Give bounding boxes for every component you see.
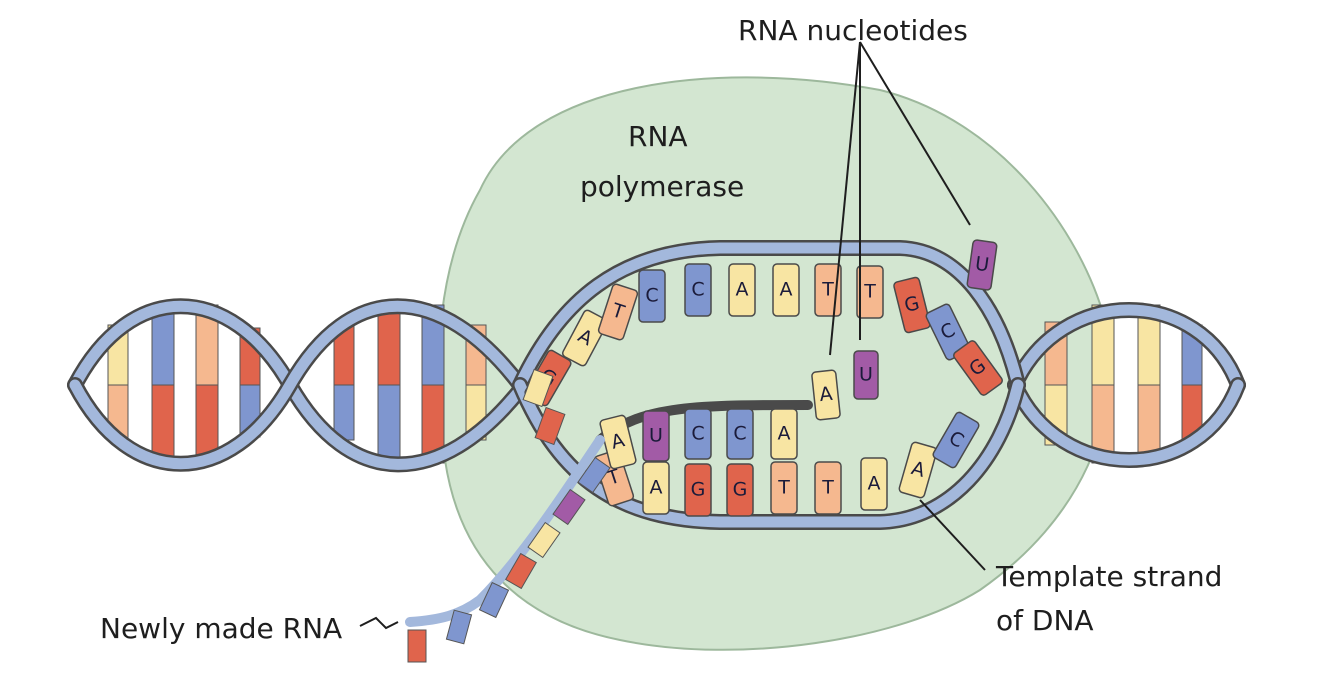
template-strand-label-line1: Template strand: [995, 560, 1222, 593]
rna-base-letter: U: [649, 425, 663, 447]
free-nucleotide: U: [853, 350, 879, 400]
upper-base: C: [684, 263, 712, 317]
rna-base: U: [642, 410, 670, 462]
free-nucleotide: U: [966, 239, 998, 291]
rna-base-letter: A: [778, 423, 791, 445]
template-base-letter: A: [868, 473, 881, 495]
free-nucleotide: A: [811, 369, 841, 421]
upper-base-letter: A: [780, 279, 793, 301]
free-nucleotide-letter: U: [974, 253, 991, 277]
rna-base-letter: C: [733, 423, 746, 445]
pointer-lines: [359, 41, 986, 630]
upper-base-letter: A: [736, 279, 749, 301]
exiting-rna-bases: [407, 368, 611, 663]
upper-base-letter: C: [645, 285, 658, 307]
upper-base: A: [772, 263, 800, 317]
rna-nucleotides-label: RNA nucleotides: [738, 14, 968, 47]
template-base-letter: A: [909, 457, 928, 482]
free-nucleotide-letter: A: [818, 383, 833, 406]
template-base-letter: T: [777, 477, 790, 499]
upper-base: A: [728, 263, 756, 317]
upper-base-letter: T: [821, 279, 834, 301]
upper-base-letter: C: [691, 279, 704, 301]
template-base-letter: A: [650, 477, 663, 499]
rna-base-letter: A: [609, 429, 627, 453]
template-strand-label-line2: of DNA: [996, 604, 1094, 637]
upper-base-letter: T: [863, 281, 876, 303]
upper-base: G: [893, 276, 931, 334]
helix-backbones: [67, 298, 1246, 473]
newly-made-rna-label: Newly made RNA: [100, 612, 342, 645]
upper-base: T: [856, 265, 884, 319]
template-base: A: [898, 441, 938, 499]
template-base-letter: T: [821, 477, 834, 499]
upper-base-letter: G: [902, 292, 922, 317]
template-base: T: [814, 461, 842, 515]
rna-base-letter: C: [691, 423, 704, 445]
rna-base: C: [726, 408, 754, 460]
upper-base: T: [597, 283, 639, 341]
upper-strand-bases: GATCCAATTGCG: [524, 263, 1003, 407]
upper-base: A: [561, 309, 609, 367]
template-base: C: [932, 411, 980, 469]
rna-base: A: [770, 408, 798, 460]
exiting-rna-backbone: [405, 435, 605, 627]
template-base-letter: G: [691, 479, 706, 501]
left-helix-rungs: [107, 302, 487, 466]
template-base: A: [642, 461, 670, 515]
rna-base: A: [599, 414, 637, 470]
upper-base: G: [953, 340, 1003, 396]
rna-base: C: [684, 408, 712, 460]
free-nucleotide-letter: U: [859, 364, 873, 386]
upper-base: C: [638, 269, 666, 323]
template-base: A: [860, 457, 888, 511]
template-base: G: [726, 463, 754, 517]
polymerase-label-line2: polymerase: [580, 170, 744, 203]
template-base: G: [684, 463, 712, 517]
polymerase-label-line1: RNA: [628, 120, 688, 153]
free-rna-nucleotides: A U U: [811, 239, 998, 421]
template-base-letter: G: [733, 479, 748, 501]
template-base: T: [770, 461, 798, 515]
